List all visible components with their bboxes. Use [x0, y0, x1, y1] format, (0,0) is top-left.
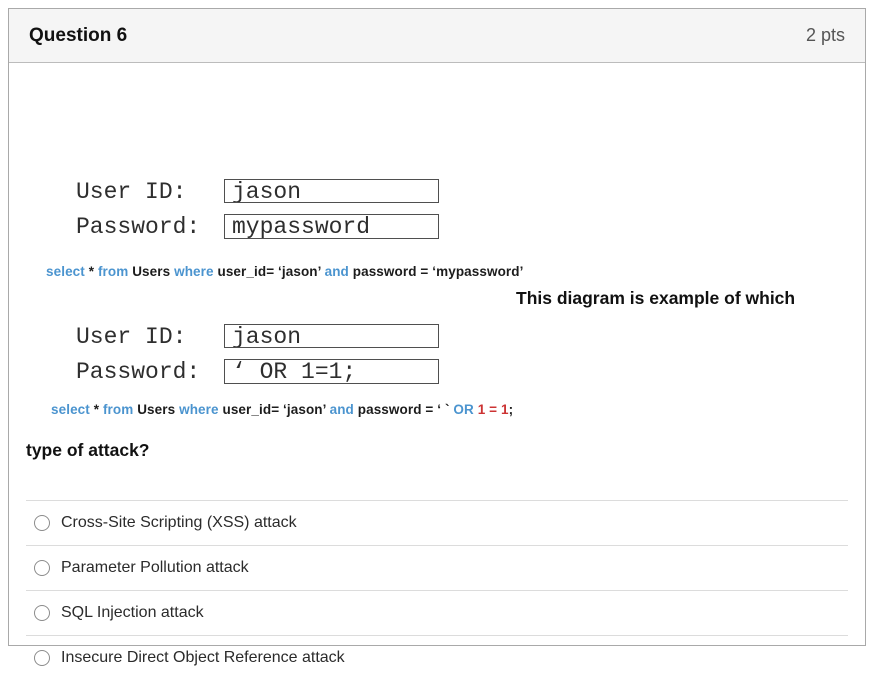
sql-token: OR [453, 402, 478, 417]
sql-token: from [102, 402, 138, 417]
answer-label: SQL Injection attack [61, 604, 204, 621]
sql-token: 1 = 1 [477, 402, 509, 417]
diagram2-user-id-label: User ID: [76, 324, 187, 350]
question-body: User ID: jason Password: mypassword sele… [9, 63, 865, 666]
sql-token: where [174, 264, 218, 279]
radio-button-icon[interactable] [34, 560, 50, 576]
sql-token: ; [508, 402, 514, 417]
question-header: Question 6 2 pts [9, 9, 865, 63]
radio-button-icon[interactable] [34, 515, 50, 531]
answer-list: Cross-Site Scripting (XSS) attack Parame… [26, 500, 848, 680]
diagram1-password-label: Password: [76, 214, 201, 240]
question-title: Question 6 [29, 24, 128, 46]
answer-label: Parameter Pollution attack [61, 559, 249, 576]
question-points: 2 pts [805, 25, 845, 45]
diagram2-password-field: ‘ OR 1=1; [224, 359, 439, 384]
question-text-line1: This diagram is example of which [516, 288, 796, 308]
sql-token: select [51, 402, 94, 417]
sql-token: and [324, 264, 353, 279]
sql-query-injection: select * from Users where user_id= ‘jaso… [51, 402, 513, 417]
radio-button-icon[interactable] [34, 650, 50, 666]
sql-token: Users [132, 264, 175, 279]
answer-option[interactable]: Parameter Pollution attack [26, 545, 848, 590]
radio-button-icon[interactable] [34, 605, 50, 621]
answer-label: Insecure Direct Object Reference attack [61, 649, 345, 666]
sql-token: select [46, 264, 89, 279]
answer-label: Cross-Site Scripting (XSS) attack [61, 514, 297, 531]
sql-token: password = ‘ ` [357, 402, 454, 417]
answer-option[interactable]: Insecure Direct Object Reference attack [26, 635, 848, 680]
question-card: Question 6 2 pts User ID: jason Password… [8, 8, 866, 666]
sql-token: password = ‘mypassword’ [352, 264, 524, 279]
sql-token: from [97, 264, 133, 279]
diagram1-user-id-label: User ID: [76, 179, 187, 205]
question-text-line2: type of attack? [26, 440, 150, 460]
answer-option[interactable]: SQL Injection attack [26, 590, 848, 635]
sql-token: user_id= ‘jason’ [217, 264, 325, 279]
sql-token: user_id= ‘jason’ [222, 402, 330, 417]
diagram2-password-label: Password: [76, 359, 201, 385]
sql-token: * [93, 402, 103, 417]
sql-token: * [88, 264, 98, 279]
sql-query-normal: select * from Users where user_id= ‘jaso… [46, 264, 523, 279]
sql-token: Users [137, 402, 180, 417]
diagram2-user-id-field: jason [224, 324, 439, 348]
sql-token: where [179, 402, 223, 417]
diagram1-user-id-field: jason [224, 179, 439, 203]
sql-token: and [329, 402, 358, 417]
answer-option[interactable]: Cross-Site Scripting (XSS) attack [26, 500, 848, 545]
diagram1-password-field: mypassword [224, 214, 439, 239]
